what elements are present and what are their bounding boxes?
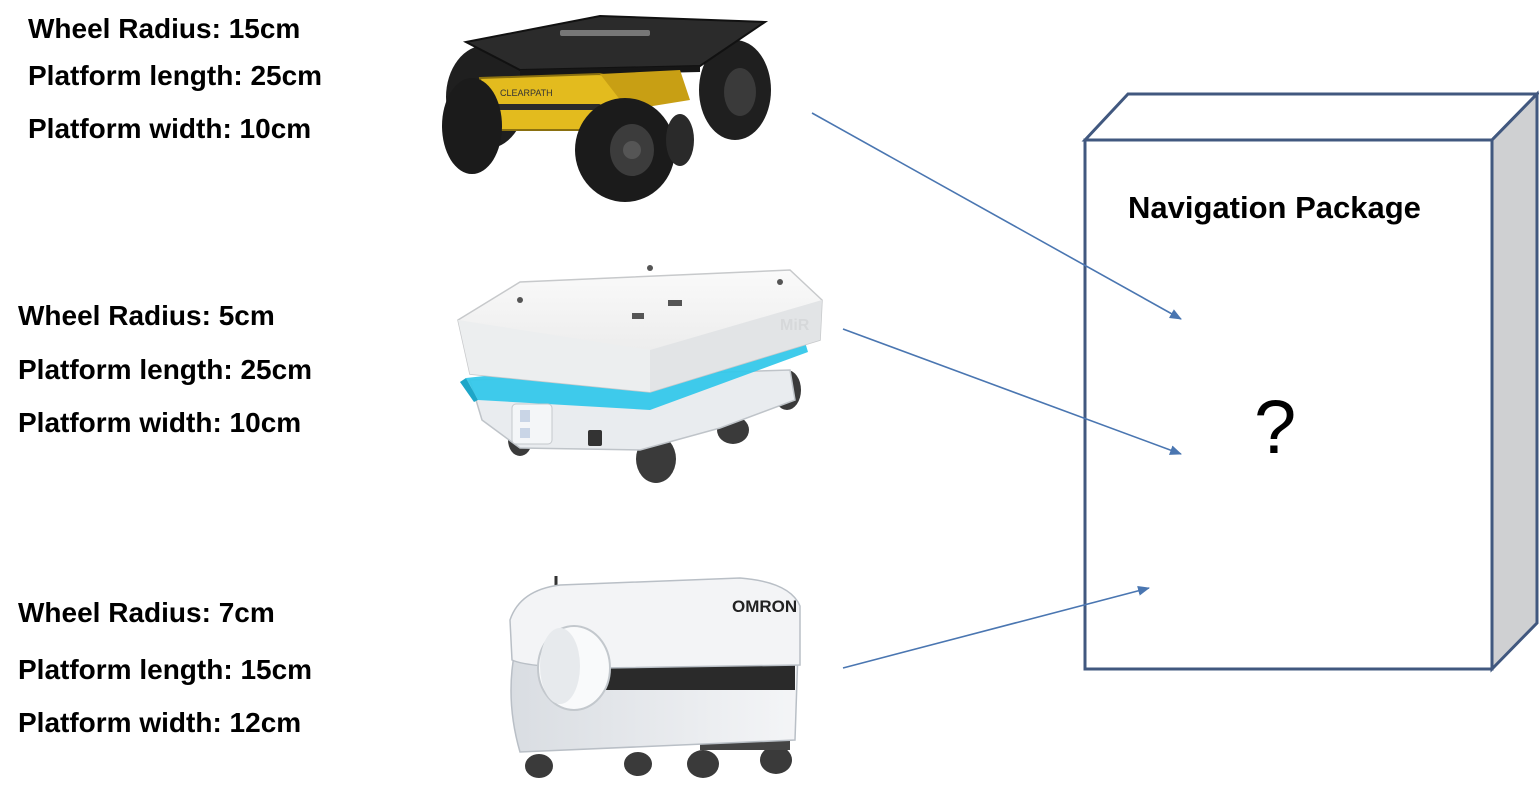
robot2-image: MiR <box>457 265 823 483</box>
robot2-platform-length: Platform length: 25cm <box>18 354 313 385</box>
robot3-wheel-radius: Wheel Radius: 7cm <box>18 597 275 628</box>
arrow-robot3-to-package <box>842 585 1150 669</box>
robot1-image: CLEARPATH <box>442 14 771 202</box>
robot1-brand-text: CLEARPATH <box>500 88 553 98</box>
robot2-wheel-radius: Wheel Radius: 5cm <box>18 300 275 331</box>
box-front-face <box>1083 138 1494 671</box>
arrow-robot2-to-package <box>842 328 1182 455</box>
box-side-face <box>1490 90 1539 673</box>
robot3-image: OMRON <box>509 576 801 778</box>
navigation-package-title: Navigation Package <box>1128 190 1421 225</box>
navigation-package-box <box>1081 90 1539 673</box>
unknown-question-mark: ? <box>1254 385 1297 470</box>
robot3-platform-length: Platform length: 15cm <box>18 654 313 685</box>
robot1-platform-width: Platform width: 10cm <box>28 113 312 144</box>
robot2-platform-width: Platform width: 10cm <box>18 407 302 438</box>
arrow-robot1-to-package <box>811 112 1182 320</box>
robot2-brand-text: MiR <box>780 317 810 334</box>
robot3-brand-text: OMRON <box>732 597 797 616</box>
robot3-platform-width: Platform width: 12cm <box>18 707 302 738</box>
robot1-wheel-radius: Wheel Radius: 15cm <box>28 13 301 44</box>
robot1-platform-length: Platform length: 25cm <box>28 60 323 91</box>
box-top-face <box>1081 92 1539 142</box>
